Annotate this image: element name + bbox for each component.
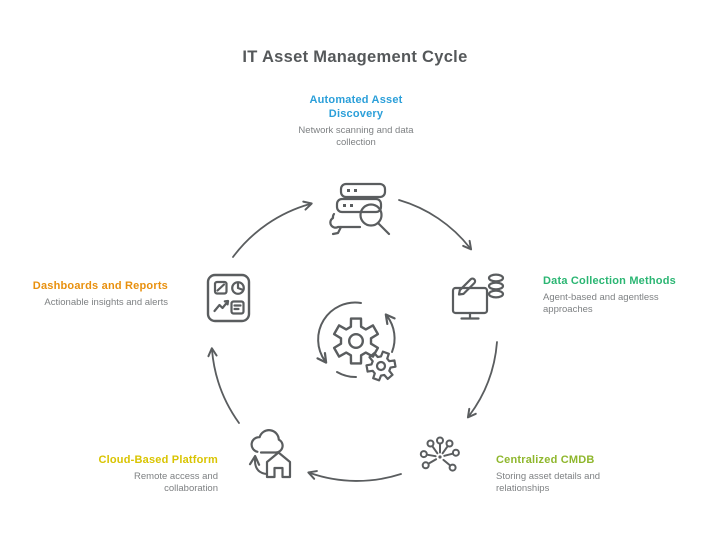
cycle-arrow-left bbox=[207, 347, 240, 424]
node-description: Remote access and collaboration bbox=[134, 470, 218, 494]
cycle-arrows bbox=[207, 199, 498, 482]
node-automated-asset-discovery: Automated Asset Discovery Network scanni… bbox=[265, 94, 447, 149]
node-cloud-based-platform: Cloud-Based Platform Remote access and c… bbox=[58, 454, 218, 495]
page-title: IT Asset Management Cycle bbox=[242, 48, 468, 66]
device-edit-database-icon bbox=[451, 273, 505, 320]
node-description: Network scanning and data collection bbox=[298, 124, 414, 148]
node-description: Agent-based and agentless approaches bbox=[543, 291, 659, 315]
cycle-arrow-right bbox=[466, 341, 498, 419]
dashboard-report-icon bbox=[206, 273, 251, 323]
cycle-gears-icon bbox=[316, 301, 397, 382]
node-centralized-cmdb: Centralized CMDB Storing asset details a… bbox=[496, 454, 636, 495]
node-dashboards-and-reports: Dashboards and Reports Actionable insigh… bbox=[8, 280, 168, 309]
cycle-arrow-top-right bbox=[398, 199, 473, 251]
cloud-upload-home-icon bbox=[248, 429, 292, 479]
node-label: Dashboards and Reports bbox=[32, 280, 168, 292]
node-label: Data Collection Methods bbox=[543, 275, 676, 287]
cycle-arrow-bottom bbox=[307, 470, 402, 482]
node-label: Centralized CMDB bbox=[496, 454, 595, 466]
node-description: Actionable insights and alerts bbox=[44, 296, 168, 308]
node-description: Storing asset details and relationships bbox=[496, 470, 601, 494]
node-label: Cloud-Based Platform bbox=[98, 454, 218, 466]
cycle-arrow-top-left bbox=[232, 200, 313, 258]
server-search-icon bbox=[329, 182, 391, 236]
node-data-collection-methods: Data Collection Methods Agent-based and … bbox=[543, 275, 693, 316]
network-hub-icon bbox=[419, 436, 460, 472]
node-label: Automated Asset Discovery bbox=[309, 94, 403, 120]
